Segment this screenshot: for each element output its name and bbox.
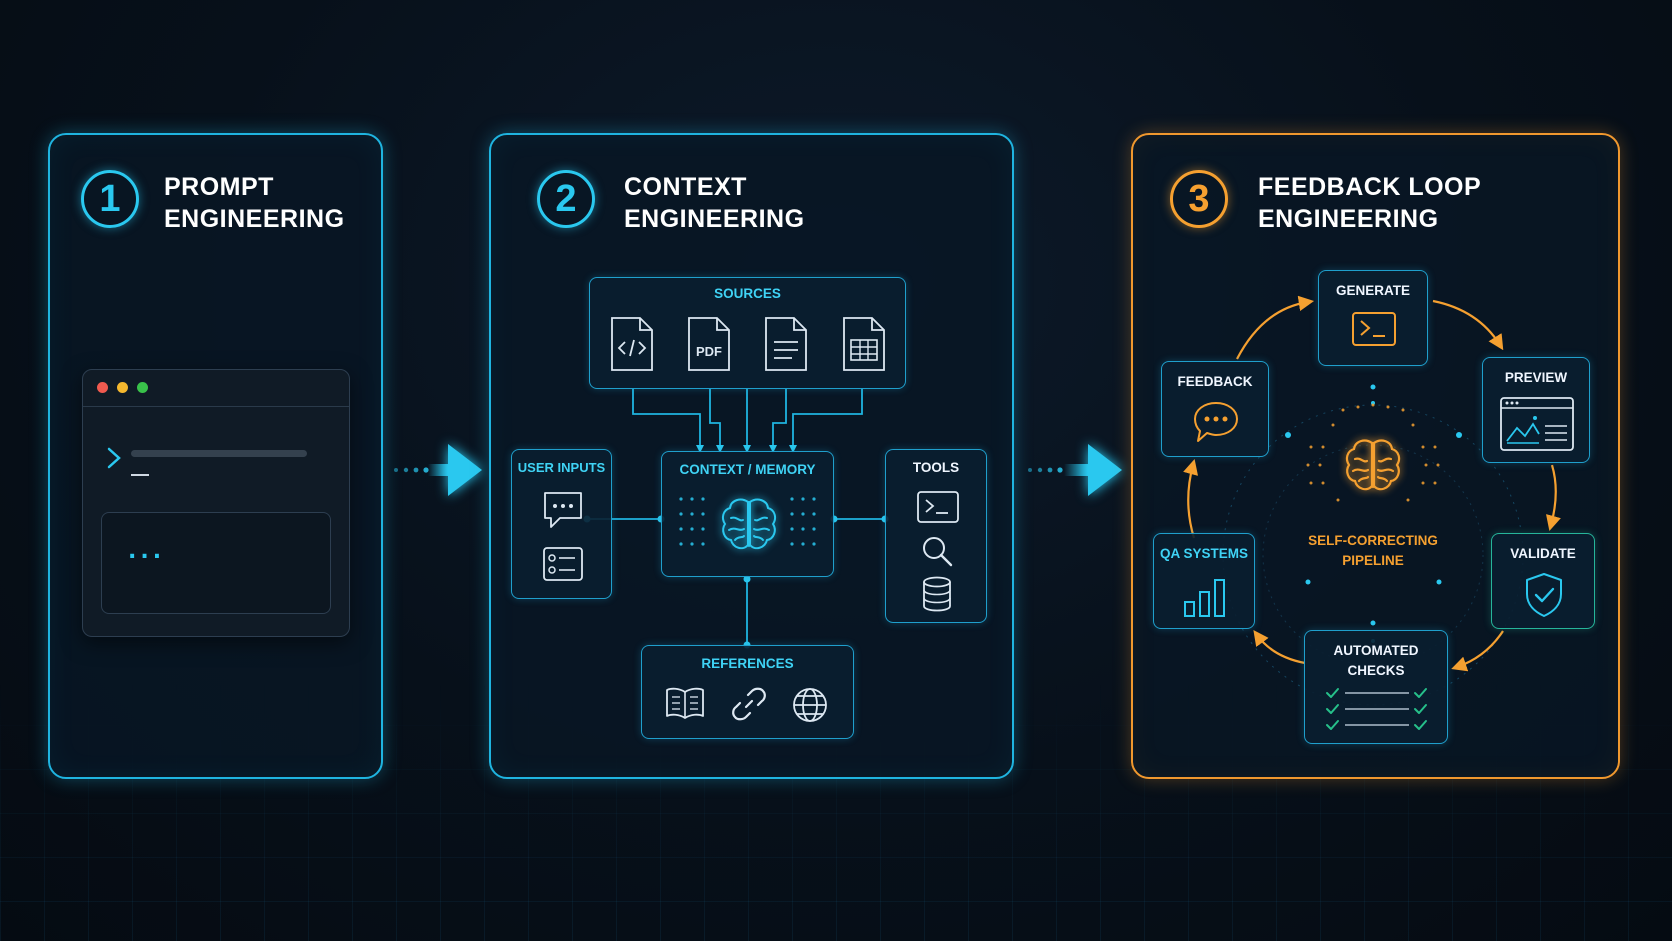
code-file-icon	[611, 317, 653, 371]
qa-systems-node: QA SYSTEMS	[1153, 533, 1255, 629]
data-dots-right	[790, 497, 816, 546]
minimize-dot-icon	[117, 382, 128, 393]
context-memory-box: CONTEXT / MEMORY	[661, 451, 834, 577]
input-line-placeholder	[131, 450, 307, 457]
link-icon	[732, 687, 766, 721]
text-cursor	[131, 474, 149, 476]
pdf-file-icon	[688, 317, 730, 371]
panel-title: CONTEXT ENGINEERING	[624, 173, 805, 233]
preview-window-icon	[1500, 397, 1574, 451]
feedback-node: FEEDBACK	[1161, 361, 1269, 457]
panel-title: PROMPT ENGINEERING	[164, 173, 345, 233]
bar-chart-icon	[1184, 579, 1225, 617]
context-memory-label: CONTEXT / MEMORY	[679, 462, 816, 477]
brain-icon	[721, 498, 777, 550]
ellipsis-text: ...	[128, 539, 166, 564]
brain-icon	[1343, 437, 1403, 495]
close-dot-icon	[97, 382, 108, 393]
step-number-2: 2	[537, 170, 595, 228]
shield-check-icon	[1526, 573, 1562, 617]
terminal-icon	[917, 491, 959, 523]
panel-title: FEEDBACK LOOP ENGINEERING	[1258, 173, 1482, 233]
validate-label: VALIDATE	[1510, 546, 1576, 561]
step-number-3: 3	[1170, 170, 1228, 228]
globe-icon	[793, 688, 827, 722]
step-number-1: 1	[81, 170, 139, 228]
pipeline-label: SELF-CORRECTING PIPELINE	[1308, 533, 1438, 568]
references-label: REFERENCES	[701, 656, 794, 671]
references-box: REFERENCES	[641, 645, 854, 739]
response-box: ...	[101, 512, 331, 614]
form-list-icon	[543, 547, 583, 581]
panel-prompt-engineering: 1 PROMPT ENGINEERING ...	[48, 133, 383, 779]
terminal-icon	[1352, 312, 1396, 346]
prompt-chevron-icon	[107, 447, 121, 469]
panel-feedback-loop-engineering: 3 FEEDBACK LOOP ENGINEERING	[1131, 133, 1620, 779]
text-document-icon	[765, 317, 807, 371]
automated-checks-label: AUTOMATED CHECKS	[1333, 643, 1419, 678]
feedback-label: FEEDBACK	[1177, 374, 1253, 389]
user-inputs-box: USER INPUTS	[511, 449, 612, 599]
spreadsheet-icon	[843, 317, 885, 371]
database-icon	[923, 576, 951, 612]
checklist-icon	[1326, 688, 1427, 730]
qa-systems-label: QA SYSTEMS	[1159, 546, 1248, 561]
sources-label: SOURCES	[714, 286, 781, 301]
tools-box: TOOLS	[885, 449, 987, 623]
flow-arrow-1	[394, 444, 482, 496]
pdf-icon-text: PDF	[696, 344, 722, 359]
panel-context-engineering: 2 CONTEXT ENGINEERING S	[489, 133, 1014, 779]
data-dots-left	[679, 497, 705, 546]
validate-node: VALIDATE	[1491, 533, 1595, 629]
maximize-dot-icon	[137, 382, 148, 393]
tools-label: TOOLS	[912, 460, 960, 475]
user-inputs-label: USER INPUTS	[517, 460, 606, 475]
chat-bubble-icon	[544, 492, 582, 528]
search-icon	[923, 537, 953, 567]
generate-label: GENERATE	[1335, 283, 1410, 298]
book-icon	[666, 687, 704, 719]
preview-node: PREVIEW	[1482, 357, 1590, 463]
preview-label: PREVIEW	[1504, 370, 1568, 385]
automated-checks-node: AUTOMATED CHECKS	[1304, 630, 1448, 744]
sources-box: SOURCES PDF	[589, 277, 906, 389]
chat-bubble-icon	[1194, 402, 1238, 442]
terminal-window-icon: ...	[82, 369, 350, 637]
window-titlebar	[83, 370, 349, 407]
flow-arrow-2	[1028, 444, 1122, 496]
generate-node: GENERATE	[1318, 270, 1428, 366]
